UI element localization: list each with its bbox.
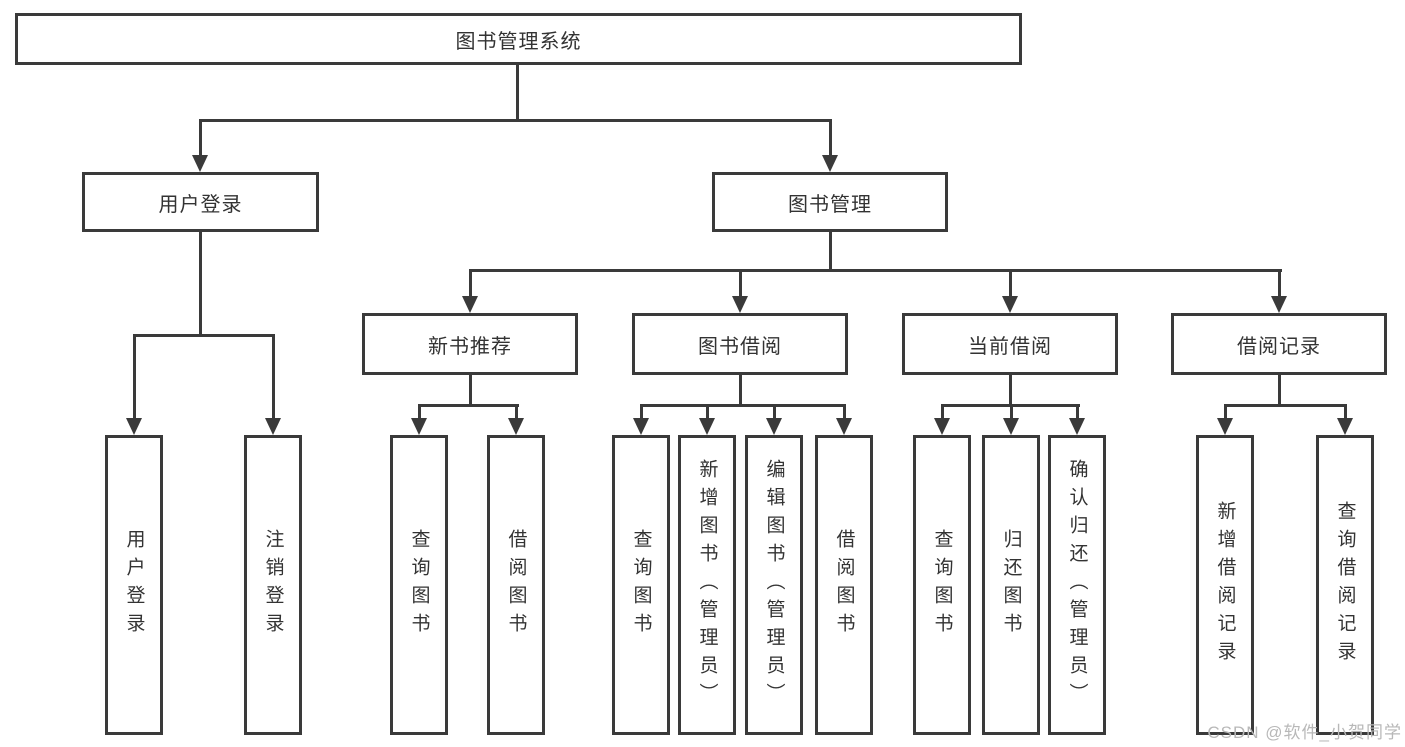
connector-drop-mid: [1278, 269, 1281, 297]
leaf-query-books-current: 查询图书: [913, 435, 971, 735]
connector-drop-leaf: [272, 334, 275, 420]
leaf-edit-books-admin: 编辑图书（管理员）: [745, 435, 803, 735]
connector-borrow-stem: [739, 375, 742, 407]
watermark: CSDN @软件_小贺同学: [1207, 723, 1402, 742]
arrowhead-down-icon: [411, 418, 427, 435]
arrowhead-down-icon: [836, 418, 852, 435]
arrowhead-down-icon: [126, 418, 142, 435]
connector-recommend-stem: [469, 375, 472, 407]
node-label: 借阅图书: [505, 529, 527, 641]
arrowhead-down-icon: [508, 418, 524, 435]
connector-drop-leaf: [418, 404, 421, 420]
leaf-add-books-admin: 新增图书（管理员）: [678, 435, 736, 735]
leaf-query-borrow-record: 查询借阅记录: [1316, 435, 1374, 735]
leaf-user-login: 用户登录: [105, 435, 163, 735]
node-label: 确认归还（管理员）: [1066, 459, 1088, 711]
arrowhead-down-icon: [1003, 418, 1019, 435]
arrowhead-down-icon: [934, 418, 950, 435]
connector-drop-leaf: [133, 334, 136, 420]
connector-userlogin-stem: [199, 232, 202, 337]
node-label: 查询图书: [931, 529, 953, 641]
arrowhead-down-icon: [699, 418, 715, 435]
node-new-book-recommend: 新书推荐: [362, 313, 578, 375]
node-label: 查询图书: [408, 529, 430, 641]
arrowhead-down-icon: [732, 296, 748, 313]
node-label: 归还图书: [1000, 529, 1022, 641]
leaf-logout: 注销登录: [244, 435, 302, 735]
arrowhead-down-icon: [462, 296, 478, 313]
connector-drop-leaf: [640, 404, 643, 420]
node-label: 查询图书: [630, 529, 652, 641]
connector-bookmgmt-bus: [469, 269, 1282, 272]
connector-records-bus: [1224, 404, 1347, 407]
connector-drop-mid: [1009, 269, 1012, 297]
leaf-query-books-borrow: 查询图书: [612, 435, 670, 735]
connector-recommend-bus: [418, 404, 519, 407]
node-label: 新增借阅记录: [1214, 501, 1236, 669]
connector-drop-leaf: [1344, 404, 1347, 420]
node-label: 编辑图书（管理员）: [763, 459, 785, 711]
connector-records-stem: [1278, 375, 1281, 407]
arrowhead-down-icon: [1271, 296, 1287, 313]
node-label: 借阅图书: [833, 529, 855, 641]
connector-drop-leaf: [941, 404, 944, 420]
leaf-confirm-return-admin: 确认归还（管理员）: [1048, 435, 1106, 735]
node-label: 查询借阅记录: [1334, 501, 1356, 669]
node-user-login: 用户登录: [82, 172, 319, 232]
node-borrow-records: 借阅记录: [1171, 313, 1387, 375]
connector-bookmgmt-stem: [829, 232, 832, 272]
leaf-borrow-books-recommend: 借阅图书: [487, 435, 545, 735]
node-book-management: 图书管理: [712, 172, 948, 232]
node-label: 新增图书（管理员）: [696, 459, 718, 711]
connector-drop-book-management: [829, 119, 832, 157]
leaf-query-books-recommend: 查询图书: [390, 435, 448, 735]
arrowhead-down-icon: [192, 155, 208, 172]
arrowhead-down-icon: [1069, 418, 1085, 435]
arrowhead-down-icon: [265, 418, 281, 435]
node-label: 用户登录: [123, 529, 145, 641]
connector-drop-user-login: [199, 119, 202, 157]
node-root: 图书管理系统: [15, 13, 1022, 65]
connector-root-bus: [199, 119, 832, 122]
node-label: 当前借阅: [968, 335, 1052, 358]
node-label: 图书管理: [788, 193, 872, 216]
connector-userlogin-bus: [133, 334, 275, 337]
node-label: 借阅记录: [1237, 335, 1321, 358]
connector-root-stem: [516, 65, 519, 121]
leaf-add-borrow-record: 新增借阅记录: [1196, 435, 1254, 735]
connector-drop-leaf: [843, 404, 846, 420]
arrowhead-down-icon: [822, 155, 838, 172]
node-label: 新书推荐: [428, 335, 512, 358]
node-label: 图书借阅: [698, 335, 782, 358]
connector-drop-mid: [739, 269, 742, 297]
connector-drop-leaf: [706, 404, 709, 420]
node-current-borrow: 当前借阅: [902, 313, 1118, 375]
leaf-return-books: 归还图书: [982, 435, 1040, 735]
leaf-borrow-books: 借阅图书: [815, 435, 873, 735]
connector-drop-leaf: [1224, 404, 1227, 420]
arrowhead-down-icon: [1002, 296, 1018, 313]
connector-current-stem: [1009, 375, 1012, 407]
connector-borrow-bus: [640, 404, 846, 407]
arrowhead-down-icon: [633, 418, 649, 435]
node-label: 用户登录: [158, 193, 243, 216]
connector-drop-leaf: [773, 404, 776, 420]
connector-drop-mid: [469, 269, 472, 297]
arrowhead-down-icon: [1217, 418, 1233, 435]
connector-drop-leaf: [515, 404, 518, 420]
node-label: 图书管理系统: [455, 30, 582, 53]
arrowhead-down-icon: [766, 418, 782, 435]
arrowhead-down-icon: [1337, 418, 1353, 435]
connector-drop-leaf: [1010, 404, 1013, 420]
node-book-borrow: 图书借阅: [632, 313, 848, 375]
node-label: 注销登录: [262, 529, 284, 641]
connector-drop-leaf: [1076, 404, 1079, 420]
